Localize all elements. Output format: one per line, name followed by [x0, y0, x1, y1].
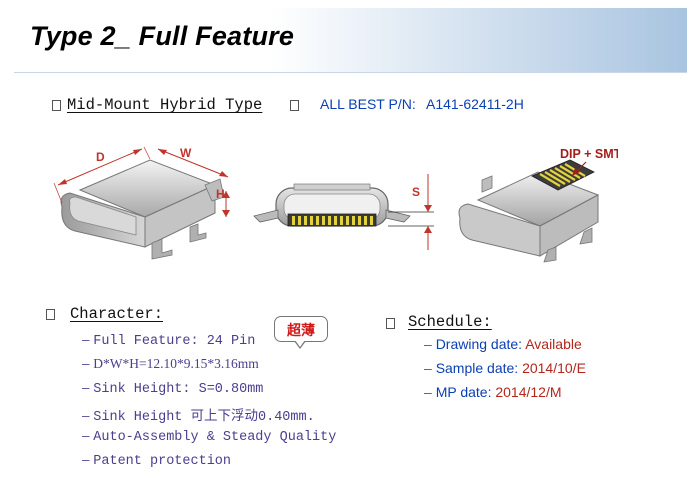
square-bullet-icon	[46, 309, 55, 320]
character-heading: Character:	[70, 305, 164, 323]
character-item: – Full Feature: 24 Pin	[82, 332, 256, 349]
dimension-d-label: D	[96, 150, 105, 164]
part-number-label: ALL BEST P/N:	[320, 96, 416, 112]
ultra-thin-badge: 超薄	[274, 316, 328, 342]
character-item: – D*W*H=12.10*9.15*3.16mm	[82, 356, 259, 371]
dip-smt-callout: DIP + SMT 焊脚	[560, 146, 618, 161]
square-bullet-icon	[52, 100, 61, 111]
character-item: – Auto-Assembly & Steady Quality	[82, 428, 337, 445]
schedule-item: – Drawing date: Available	[424, 336, 582, 352]
badge-tail-inner	[295, 340, 305, 347]
mount-type-label: Mid-Mount Hybrid Type	[67, 96, 263, 114]
slide-title: Type 2_ Full Feature	[30, 21, 295, 51]
character-item: – Patent protection	[82, 452, 232, 469]
character-item: – Sink Height 可上下浮动0.40mm.	[82, 408, 315, 425]
connector-front-view-figure: S	[253, 174, 434, 250]
schedule-item: – Sample date: 2014/10/E	[424, 360, 586, 376]
dimension-w-label: W	[180, 146, 192, 160]
title-banner: Type 2_ Full Feature	[14, 8, 687, 73]
character-item: – Sink Height: S=0.80mm	[82, 380, 264, 397]
part-number-value: A141-62411-2H	[426, 96, 524, 112]
square-bullet-icon	[290, 100, 299, 111]
connector-isometric-figure: D W H	[53, 146, 230, 260]
schedule-item: – MP date: 2014/12/M	[424, 384, 562, 400]
dimension-s-label: S	[412, 185, 420, 199]
connector-pins-figure: DIP + SMT 焊脚	[458, 146, 618, 263]
dimension-h-label: H	[216, 187, 225, 201]
square-bullet-icon	[386, 318, 395, 329]
schedule-heading: Schedule:	[408, 313, 492, 331]
